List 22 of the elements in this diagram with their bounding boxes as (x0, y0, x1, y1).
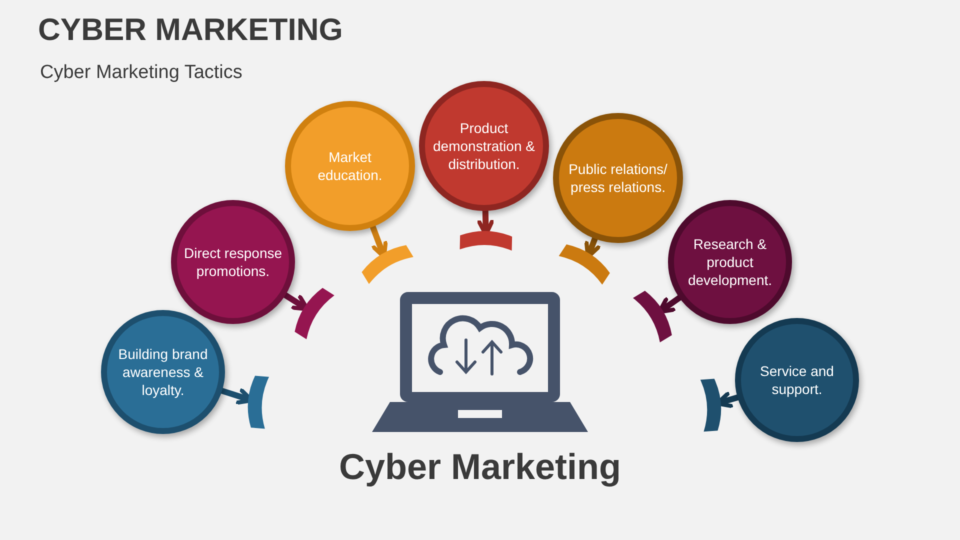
circle-bubble (668, 200, 792, 324)
bubble-text: Public relations/ press relations. (568, 160, 668, 196)
subtitle: Cyber Marketing Tactics (40, 62, 242, 84)
circle-bubble (419, 81, 549, 211)
circle-bubble (553, 113, 683, 243)
bubble-text: Market education. (316, 148, 384, 184)
bubble-text: Building brand awareness & loyalty. (117, 344, 209, 400)
bubble-text: Service and support. (759, 362, 835, 398)
curved-bar (558, 244, 610, 285)
title: CYBER MARKETING (38, 12, 343, 48)
curved-bar (294, 288, 334, 340)
bubble-text: Direct response promotions. (182, 244, 284, 280)
center-label: Cyber Marketing (338, 446, 622, 488)
curved-bar (248, 376, 270, 429)
circle-bubble (101, 310, 225, 434)
bubble-text: Product demonstration & distribution. (432, 118, 536, 174)
curved-bar (460, 231, 512, 251)
curved-bar (632, 290, 672, 342)
curved-bar (700, 378, 722, 432)
curved-bar (362, 245, 414, 284)
circle-bubble (735, 318, 859, 442)
bubble-text: Research & product development. (686, 234, 774, 290)
